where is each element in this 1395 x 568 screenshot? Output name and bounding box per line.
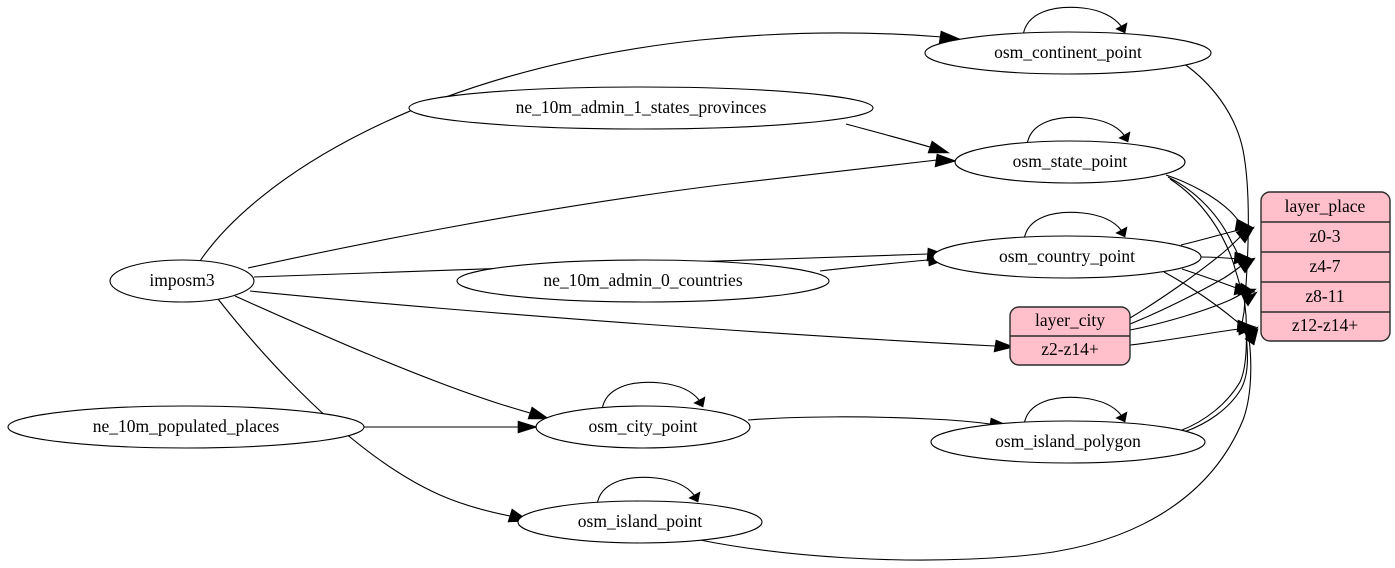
edge-layer [199, 6, 1259, 561]
edge-osm-country-point-to-layer-place-z8 [1181, 268, 1240, 290]
edge-osm-island-polygon-to-layer-place-z8 [1181, 298, 1248, 431]
node-layer-place-row-z4-7[interactable]: z4-7 [1309, 256, 1340, 276]
edge-imposm3-to-osm-continent-point [199, 32, 943, 262]
node-osm-city-point-label: osm_city_point [589, 416, 698, 436]
edge-ne-states-to-osm-state-point [845, 123, 931, 148]
edge-self-loop-osm-city-point [601, 381, 700, 411]
edge-layer-city-to-layer-place-z4 [1129, 265, 1242, 325]
edge-layer-city-to-layer-place-z8 [1129, 292, 1244, 331]
arrowhead [688, 491, 701, 503]
arrowhead [1115, 226, 1128, 238]
arrowhead [693, 396, 706, 408]
node-layer: imposm3 ne_10m_admin_1_states_provinces … [7, 31, 1212, 544]
node-osm-country-point-label: osm_country_point [999, 246, 1135, 266]
node-imposm3[interactable]: imposm3 [109, 259, 255, 303]
edge-osm-state-point-to-layer-place-z4 [1167, 176, 1239, 256]
edge-layer-city-to-layer-place-z12 [1129, 328, 1240, 346]
node-layer-city[interactable]: layer_city z2-z14+ [1009, 306, 1131, 366]
edge-osm-country-point-to-layer-place-z12 [1163, 271, 1242, 326]
node-osm-country-point-shape[interactable] [932, 235, 1202, 279]
node-layer-place[interactable]: layer_place z0-3 z4-7 z8-11 z12-z14+ [1260, 191, 1391, 342]
edge-layer-city-to-layer-place-z0 [1129, 236, 1241, 319]
node-layer-place-title: layer_place [1285, 196, 1366, 216]
arrowhead [1242, 291, 1258, 307]
node-osm-state-point-label: osm_state_point [1013, 151, 1128, 171]
edge-osm-island-point-to-layer-place-z12 [699, 338, 1252, 561]
arrowhead [1236, 257, 1256, 274]
node-ne-10m-populated-places[interactable]: ne_10m_populated_places [7, 405, 365, 449]
node-osm-island-polygon-shape[interactable] [930, 420, 1206, 464]
edge-osm-state-point-to-layer-place-z8 [1169, 178, 1241, 287]
node-osm-island-polygon[interactable]: osm_island_polygon [930, 420, 1206, 464]
node-osm-continent-point[interactable]: osm_continent_point [924, 31, 1212, 75]
arrowhead [927, 140, 950, 154]
edge-osm-island-polygon-to-layer-place-z12 [1183, 333, 1249, 433]
node-osm-continent-point-label: osm_continent_point [994, 42, 1142, 62]
arrowhead [1115, 411, 1128, 423]
arrowhead [934, 153, 957, 168]
arrowhead [1118, 131, 1131, 143]
node-osm-state-point[interactable]: osm_state_point [954, 140, 1186, 184]
arrowhead [1244, 328, 1259, 346]
node-ne-10m-populated-places-shape[interactable] [7, 405, 365, 449]
edge-ne-countries-to-osm-country-point [819, 259, 929, 272]
edge-osm-continent-point-to-layer-place-z12 [1182, 62, 1249, 327]
node-osm-city-point[interactable]: osm_city_point [535, 405, 751, 449]
node-ne-10m-admin-0-countries-shape[interactable] [456, 259, 830, 303]
node-layer-city-row-z2[interactable]: z2-z14+ [1041, 339, 1099, 359]
node-osm-island-point-shape[interactable] [517, 500, 763, 544]
node-ne-10m-admin-1-states-provinces-shape[interactable] [408, 86, 874, 130]
arrowhead [1115, 22, 1128, 34]
node-layer-place-row-z12-z14[interactable]: z12-z14+ [1292, 315, 1358, 335]
edge-imposm3-to-layer-city [249, 290, 996, 347]
edge-self-loop-osm-island-polygon [1023, 396, 1122, 426]
node-imposm3-shape[interactable] [109, 259, 255, 303]
node-layer-place-shape[interactable] [1260, 191, 1391, 342]
edge-osm-country-point-to-layer-place-z0 [1180, 229, 1240, 246]
node-layer-city-title: layer_city [1035, 310, 1105, 330]
node-ne-10m-admin-0-countries[interactable]: ne_10m_admin_0_countries [456, 259, 830, 303]
node-osm-island-point-label: osm_island_point [578, 511, 703, 531]
arrowhead [517, 420, 538, 434]
edge-imposm3-to-osm-city-point [234, 295, 531, 414]
edge-self-loop-osm-island-point [596, 476, 695, 506]
node-osm-state-point-shape[interactable] [954, 140, 1186, 184]
node-osm-island-polygon-label: osm_island_polygon [995, 431, 1141, 451]
node-ne-10m-populated-places-label: ne_10m_populated_places [93, 416, 280, 436]
node-ne-10m-admin-0-countries-label: ne_10m_admin_0_countries [543, 270, 742, 290]
node-osm-city-point-shape[interactable] [535, 405, 751, 449]
edge-osm-country-point-to-layer-place-z4 [1199, 256, 1240, 260]
edge-imposm3-to-osm-island-point [217, 298, 511, 517]
edge-self-loop-osm-continent-point [1022, 6, 1122, 37]
arrowhead [1238, 288, 1257, 301]
node-osm-continent-point-shape[interactable] [924, 31, 1212, 75]
node-layer-place-row-z0-3[interactable]: z0-3 [1309, 226, 1340, 246]
node-osm-island-point[interactable]: osm_island_point [517, 500, 763, 544]
edge-osm-city-point-to-osm-island-polygon [747, 416, 991, 425]
node-layer-place-row-z8-11[interactable]: z8-11 [1305, 286, 1344, 306]
arrowhead [993, 339, 1015, 353]
arrowhead [1235, 226, 1255, 244]
node-ne-10m-admin-1-states-provinces-label: ne_10m_admin_1_states_provinces [516, 97, 767, 117]
node-imposm3-label: imposm3 [149, 270, 214, 290]
node-osm-country-point[interactable]: osm_country_point [932, 235, 1202, 279]
edge-self-loop-osm-state-point [1026, 116, 1125, 146]
node-ne-10m-admin-1-states-provinces[interactable]: ne_10m_admin_1_states_provinces [408, 86, 874, 130]
arrowhead [527, 406, 550, 420]
edge-self-loop-osm-country-point [1023, 211, 1122, 241]
edge-imposm3-to-osm-state-point [247, 159, 938, 269]
